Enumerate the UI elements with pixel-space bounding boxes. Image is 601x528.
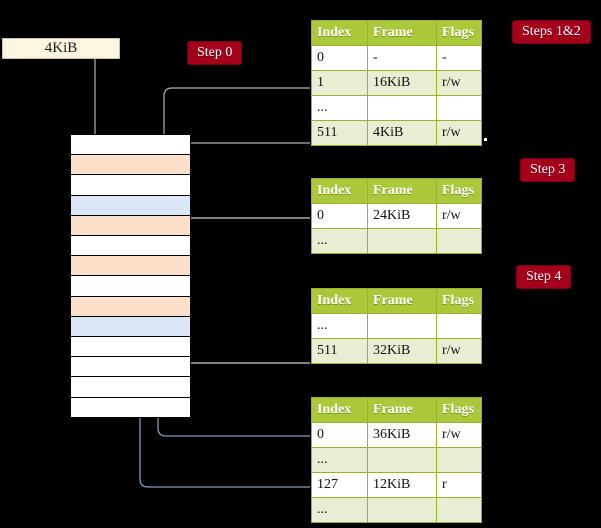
- column-header-frame: Frame: [367, 397, 437, 423]
- cell-frame: [367, 313, 437, 339]
- memory-row: [70, 315, 191, 337]
- badge-step-3-label: Step 3: [530, 162, 566, 177]
- badge-step-4: Step 4: [516, 265, 572, 289]
- column-header-frame: Frame: [367, 178, 437, 204]
- column-header-flags: Flags: [436, 178, 482, 204]
- memory-row: [70, 255, 191, 277]
- column-header-index: Index: [311, 397, 368, 423]
- cell-frame: [367, 95, 437, 121]
- cell-index: ...: [311, 228, 368, 254]
- cell-index: 511: [311, 120, 368, 146]
- table-row: ...: [311, 497, 482, 523]
- memory-row: [70, 214, 191, 236]
- column-header-index: Index: [311, 288, 368, 314]
- cell-flags: r/w: [436, 422, 482, 448]
- cell-frame: 4KiB: [367, 120, 437, 146]
- cell-frame: [367, 447, 437, 473]
- badge-step-3: Step 3: [520, 158, 576, 182]
- cell-frame: -: [367, 45, 437, 71]
- cell-frame: 32KiB: [367, 338, 437, 364]
- cell-index: ...: [311, 497, 368, 523]
- cell-index: 0: [311, 422, 368, 448]
- memory-row: [70, 275, 191, 297]
- badge-step-0: Step 0: [187, 41, 243, 65]
- cell-frame: 12KiB: [367, 472, 437, 498]
- row-marker-dot: [484, 138, 487, 141]
- memory-row: [70, 174, 191, 196]
- cell-index: 127: [311, 472, 368, 498]
- cell-index: 0: [311, 45, 368, 71]
- memory-row: [70, 235, 191, 257]
- cell-frame: [367, 497, 437, 523]
- cell-flags: r/w: [436, 70, 482, 96]
- cell-flags: [436, 447, 482, 473]
- column-header-flags: Flags: [436, 288, 482, 314]
- badge-steps-1-and-2: Steps 1&2: [512, 20, 591, 44]
- memory-row: [70, 154, 191, 176]
- cell-frame: 24KiB: [367, 203, 437, 229]
- memory-row: [70, 295, 191, 317]
- table-row: 0--: [311, 45, 482, 71]
- page-box-4kib: 4KiB: [2, 38, 120, 59]
- cell-index: 1: [311, 70, 368, 96]
- table-row: ...: [311, 228, 482, 254]
- cell-index: 511: [311, 338, 368, 364]
- cell-index: ...: [311, 313, 368, 339]
- table-row: ...: [311, 95, 482, 121]
- cell-index: ...: [311, 447, 368, 473]
- cell-flags: [436, 228, 482, 254]
- cell-index: ...: [311, 95, 368, 121]
- table-row: ...: [311, 313, 482, 339]
- column-header-index: Index: [311, 178, 368, 204]
- cell-frame: 16KiB: [367, 70, 437, 96]
- badge-steps-1-and-2-label: Steps 1&2: [522, 24, 581, 39]
- cell-frame: 36KiB: [367, 422, 437, 448]
- physical-memory-column: [70, 134, 191, 418]
- badge-step-0-label: Step 0: [197, 45, 233, 60]
- cell-flags: [436, 313, 482, 339]
- cell-flags: [436, 95, 482, 121]
- column-header-frame: Frame: [367, 288, 437, 314]
- badge-step-4-label: Step 4: [526, 269, 562, 284]
- memory-row: [70, 356, 191, 378]
- cell-frame: [367, 228, 437, 254]
- memory-row: [70, 194, 191, 216]
- table-row: ...: [311, 447, 482, 473]
- column-header-frame: Frame: [367, 20, 437, 46]
- column-header-index: Index: [311, 20, 368, 46]
- page-box-label: 4KiB: [44, 40, 78, 56]
- cell-flags: r/w: [436, 203, 482, 229]
- memory-row: [70, 376, 191, 398]
- cell-flags: r/w: [436, 120, 482, 146]
- cell-flags: r: [436, 472, 482, 498]
- memory-row: [70, 134, 191, 156]
- column-header-flags: Flags: [436, 20, 482, 46]
- cell-flags: -: [436, 45, 482, 71]
- memory-row: [70, 336, 191, 358]
- cell-flags: [436, 497, 482, 523]
- cell-flags: r/w: [436, 338, 482, 364]
- memory-row: [70, 396, 191, 418]
- cell-index: 0: [311, 203, 368, 229]
- column-header-flags: Flags: [436, 397, 482, 423]
